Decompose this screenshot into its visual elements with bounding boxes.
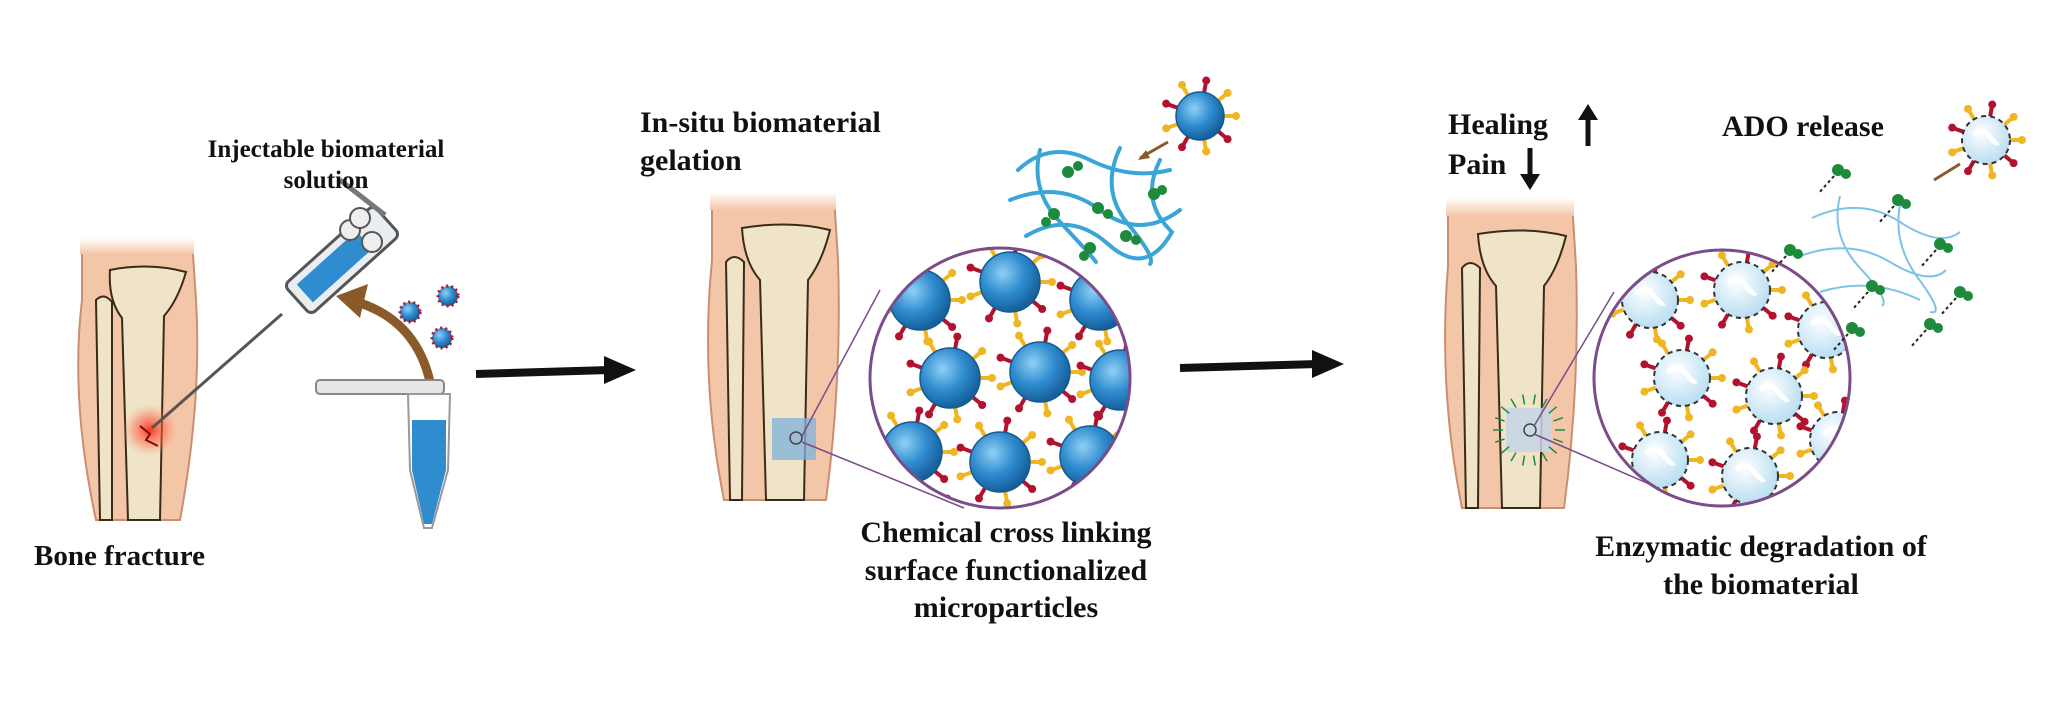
microparticle xyxy=(1700,250,1786,334)
microparticle-icon xyxy=(1162,76,1240,156)
syringe-icon xyxy=(151,178,399,430)
pain-down-arrow-icon xyxy=(1520,148,1540,190)
gel-implant xyxy=(772,418,816,460)
degrading-implant xyxy=(1506,408,1552,452)
released-drug-molecules xyxy=(1769,164,1973,353)
label-pain: Pain xyxy=(1448,148,1507,181)
leg-illustration xyxy=(1444,198,1578,509)
microparticle xyxy=(1162,76,1240,156)
microparticle xyxy=(1732,352,1818,440)
released-polymer-network xyxy=(1799,195,1961,314)
panel-3 xyxy=(1444,100,2026,509)
drug-molecules xyxy=(1041,161,1167,261)
label-chemical-cross-linking: Chemical cross linking surface functiona… xyxy=(860,516,1152,624)
polymer-network xyxy=(1008,146,1182,266)
particle-icon-group xyxy=(398,284,460,350)
microparticle xyxy=(956,416,1046,508)
microparticle xyxy=(996,326,1086,418)
microparticle xyxy=(1640,334,1726,422)
microtube-icon xyxy=(315,379,452,529)
transfer-arrow-icon xyxy=(345,295,437,397)
label-injectable-solution: Injectable biomaterial solution xyxy=(207,136,445,195)
leg-illustration xyxy=(77,238,199,521)
degraded-particle-icon xyxy=(1948,100,2026,180)
panel-1 xyxy=(77,178,636,529)
step-arrow-2 xyxy=(1179,350,1344,378)
microparticle xyxy=(966,248,1056,328)
label-in-situ-gelation: In-situ biomaterial gelation xyxy=(640,106,881,177)
label-enzymatic-degradation: Enzymatic degradation of the biomaterial xyxy=(1595,530,1927,601)
label-ado-release: ADO release xyxy=(1722,110,1884,143)
label-healing: Healing xyxy=(1448,108,1549,141)
leg-illustration xyxy=(707,192,840,501)
microparticle xyxy=(1948,100,2026,180)
healing-up-arrow-icon xyxy=(1578,104,1598,146)
label-bone-fracture: Bone fracture xyxy=(34,540,205,572)
microparticle xyxy=(906,332,996,424)
step-arrow-1 xyxy=(475,356,636,384)
